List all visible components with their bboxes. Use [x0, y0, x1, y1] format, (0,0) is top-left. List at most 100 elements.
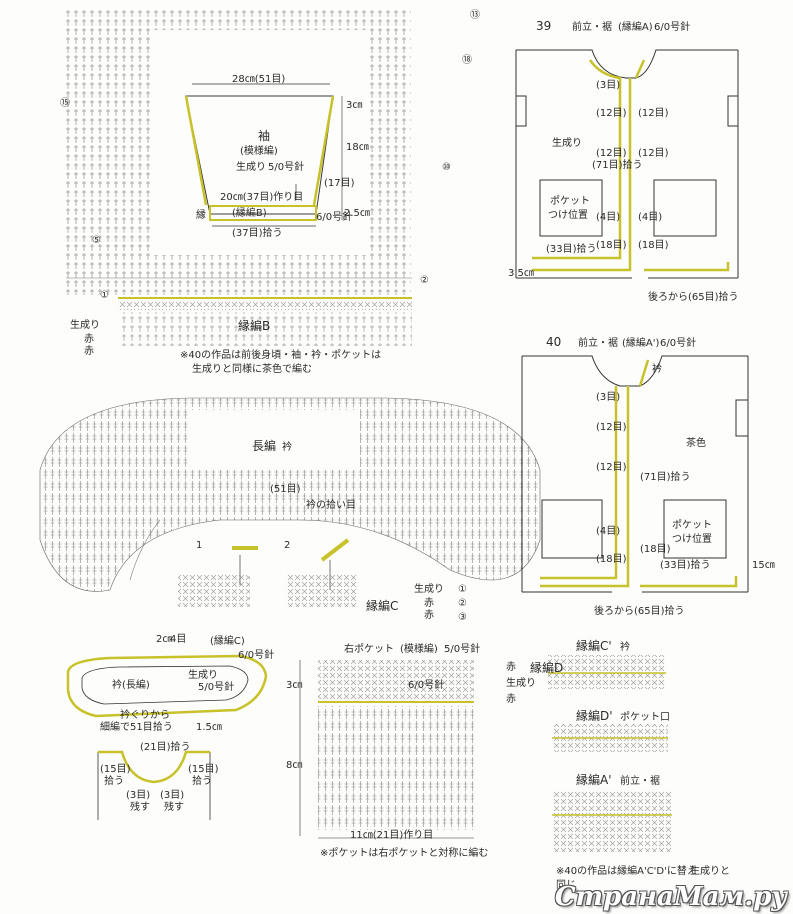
edge-c-mark: ② — [458, 598, 467, 609]
pocket-note: ※ポケットは右ポケットと対称に編む — [320, 848, 489, 859]
pocket-edge: 縁編D — [530, 661, 564, 675]
collar-cnt: 2㎝ — [156, 634, 173, 645]
sleeve-width: 28㎝(51目) — [232, 74, 286, 85]
collar-hook: 6/0号針 — [238, 650, 275, 661]
edge-charts — [548, 655, 672, 852]
edge-row-color: 赤 — [84, 346, 94, 357]
diagram-39-title: 前立・裾 — [572, 22, 612, 33]
diagram-40-number: 40 — [546, 335, 562, 349]
row-mark: ① — [100, 290, 109, 301]
pocket-label: つけ位置 — [672, 534, 712, 545]
diagram-39 — [515, 49, 739, 279]
diagram-39-edge: (縁編A) — [618, 22, 653, 33]
edge-b-title: 縁編B — [238, 319, 271, 333]
pocket-label: ポケット — [672, 520, 712, 531]
row-mark: ⑱ — [462, 55, 472, 66]
row-mark: ⑮ — [60, 98, 70, 109]
row-mark: ⑩ — [442, 162, 451, 173]
collar-r2: 拾う — [192, 776, 212, 787]
count: (12目) — [596, 148, 627, 159]
count: (3目) — [596, 80, 621, 91]
collar-stitch-chart — [39, 397, 541, 592]
collar-from: 衿ぐりから — [120, 710, 170, 721]
sleeve-edge: (縁編B) — [232, 208, 267, 219]
count: (18目) — [638, 240, 669, 251]
row-mark: ② — [420, 275, 429, 286]
collar-hw: 1.5㎝ — [196, 722, 222, 733]
collar-edge: (縁編C) — [210, 636, 245, 647]
row-mark: ⑬ — [470, 10, 480, 21]
count: (4目) — [596, 212, 621, 223]
edge-c-color: 赤 — [424, 598, 434, 609]
sleeve-yarn: 生成り — [236, 162, 266, 173]
edge-a-prime-tag: 前立・裾 — [620, 776, 660, 787]
collar-hook2: 5/0号針 — [198, 682, 235, 693]
pocket-color: 赤 — [506, 662, 516, 673]
count: (18目) — [640, 544, 671, 555]
sleeve-h4: 2.5㎝ — [344, 208, 370, 219]
diagram-39-bottom: (33目)拾う — [546, 244, 597, 255]
count: (4目) — [638, 212, 663, 223]
footer-note: 同じ — [556, 880, 576, 891]
footer-note: 生成りと — [690, 866, 730, 877]
stitch-detail-illustration — [178, 538, 358, 607]
diagram-40-body: 茶色 — [686, 438, 706, 449]
collar-chart-width: (51目) — [270, 484, 301, 495]
diagram-39-number: 39 — [536, 19, 552, 33]
sleeve-pickup: (37目)拾う — [232, 228, 283, 239]
collar-b1: (3目) — [126, 790, 151, 801]
diagram-40-side: 15㎝ — [752, 560, 775, 571]
diagram-40-edge: (縁編A') — [622, 338, 660, 349]
sleeve-h2: 18㎝ — [346, 142, 369, 153]
diagram-40-hook: 6/0号針 — [660, 338, 697, 349]
collar-schematic — [66, 654, 268, 820]
edge-c-color: 赤 — [424, 610, 434, 621]
pocket-color: 赤 — [506, 694, 516, 705]
collar-label: 衿(長編) — [112, 680, 150, 691]
edge-a-prime-title: 縁編A' — [576, 773, 612, 787]
edge-row-color: 生成り — [70, 320, 100, 331]
pocket-label: ポケット — [550, 196, 590, 207]
footer-note: ※40の作品は縁編A'C'D'に替え — [556, 866, 697, 877]
collar-cnt2: 4目 — [170, 634, 187, 645]
count: (12目) — [596, 422, 627, 433]
count: (12目) — [638, 108, 669, 119]
count: (18目) — [596, 240, 627, 251]
edge-c-color: 生成り — [414, 584, 444, 595]
sleeve-h3: (17目) — [324, 178, 355, 189]
edge-c-prime-tag: 衿 — [620, 642, 630, 653]
diagram-40-back: 後ろから(65目)拾う — [594, 606, 685, 617]
sleeve-title: 袖 — [258, 129, 271, 143]
collar-b2: 残す — [130, 802, 150, 813]
pocket-hook2: 6/0号針 — [408, 680, 445, 691]
count: (12目) — [638, 148, 669, 159]
diagram-39-body: 生成り — [552, 138, 582, 149]
collar-l2: 拾う — [104, 776, 124, 787]
sleeve-schematic — [184, 83, 343, 227]
diagram-40-bottom: (33目)拾う — [660, 560, 711, 571]
count: (3目) — [596, 392, 621, 403]
diagram-39-back: 後ろから(65目)拾う — [648, 292, 739, 303]
edge-d-prime-tag: ポケット口 — [620, 712, 670, 723]
diagram-39-pickup: (71目)拾う — [592, 160, 643, 171]
sleeve-edge-tag: 縁 — [196, 210, 206, 221]
step-1: 1 — [196, 540, 203, 551]
collar-mid: (21目)拾う — [140, 742, 191, 753]
collar-chart-tag: 衿 — [282, 442, 292, 453]
pocket-hook: 5/0号針 — [444, 644, 481, 655]
step-2: 2 — [284, 540, 291, 551]
collar-pick: 細編で51目拾う — [100, 722, 173, 733]
edge-d-prime-title: 縁編D' — [576, 709, 613, 723]
pocket-title: 右ポケット — [344, 644, 394, 655]
collar-b4: 残す — [164, 802, 184, 813]
pocket-pattern: (模様編) — [400, 644, 438, 655]
diagram-40 — [521, 355, 749, 593]
edge-c-title: 縁編C — [366, 599, 399, 613]
pocket-label: つけ位置 — [548, 210, 588, 221]
diagram-39-hook: 6/0号針 — [654, 22, 691, 33]
sleeve-chain: 20㎝(37目)作り目 — [220, 192, 304, 203]
pocket-h1: 3㎝ — [286, 680, 303, 691]
collar-chart-pickup: 衿の拾い目 — [306, 500, 356, 511]
diagram-39-side: 3.5㎝ — [508, 268, 534, 279]
